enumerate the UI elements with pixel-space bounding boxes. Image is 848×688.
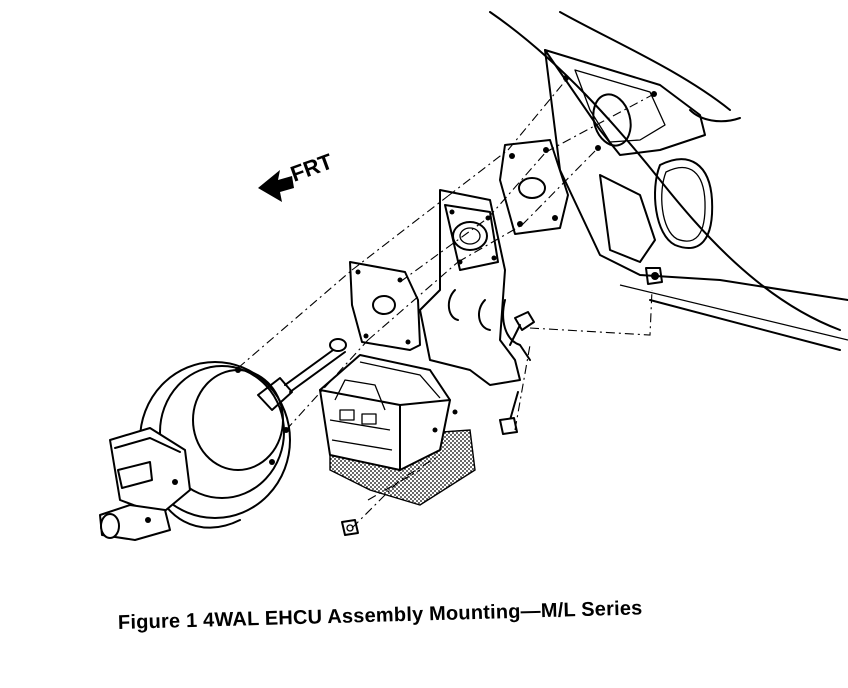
ehcu-module (319, 354, 476, 506)
front-arrow-icon (258, 170, 294, 202)
master-cylinder (99, 427, 191, 541)
firewall-panel (489, 11, 848, 351)
gasket-plate (499, 139, 569, 235)
nut-lower (341, 519, 359, 536)
front-direction-label: FRT (287, 148, 336, 186)
spacer-plate (349, 261, 421, 351)
bolt-lower (499, 391, 519, 435)
bolt-upper (509, 311, 535, 346)
alignment-lines (237, 79, 655, 529)
front-direction-indicator: FRT (258, 148, 336, 202)
